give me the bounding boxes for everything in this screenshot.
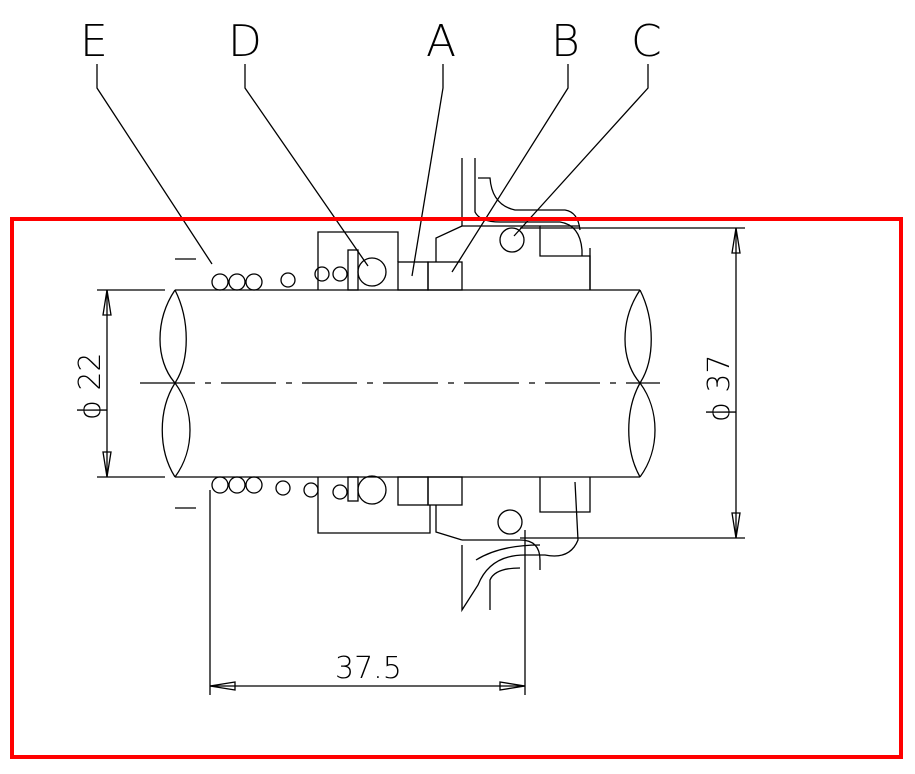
label-c: C: [631, 16, 662, 67]
dimension-length-text: 37.5: [335, 651, 402, 686]
label-e: E: [80, 16, 108, 67]
dimension-outer-diameter: ϕ 37: [520, 227, 745, 539]
gland: [461, 158, 591, 613]
dimension-shaft-diameter: ϕ 22: [73, 289, 165, 478]
dimension-phi37-text: ϕ 37: [702, 355, 737, 423]
dimension-length: 37.5: [209, 490, 526, 695]
shaft: [140, 289, 660, 478]
leader-lines: [96, 64, 649, 277]
label-d: D: [228, 16, 262, 67]
o-ring-d-bottom: [357, 475, 387, 505]
spring-e: [175, 258, 348, 509]
highlight-box: [10, 217, 903, 759]
label-b: B: [551, 16, 580, 67]
o-ring-c-bottom: [497, 509, 523, 535]
dimension-phi22-text: ϕ 22: [73, 353, 108, 421]
label-a: A: [426, 16, 456, 67]
o-ring-c-top: [499, 227, 525, 253]
seal-faces: [397, 225, 463, 541]
o-ring-d-top: [357, 257, 387, 287]
seal-head: [317, 231, 431, 534]
